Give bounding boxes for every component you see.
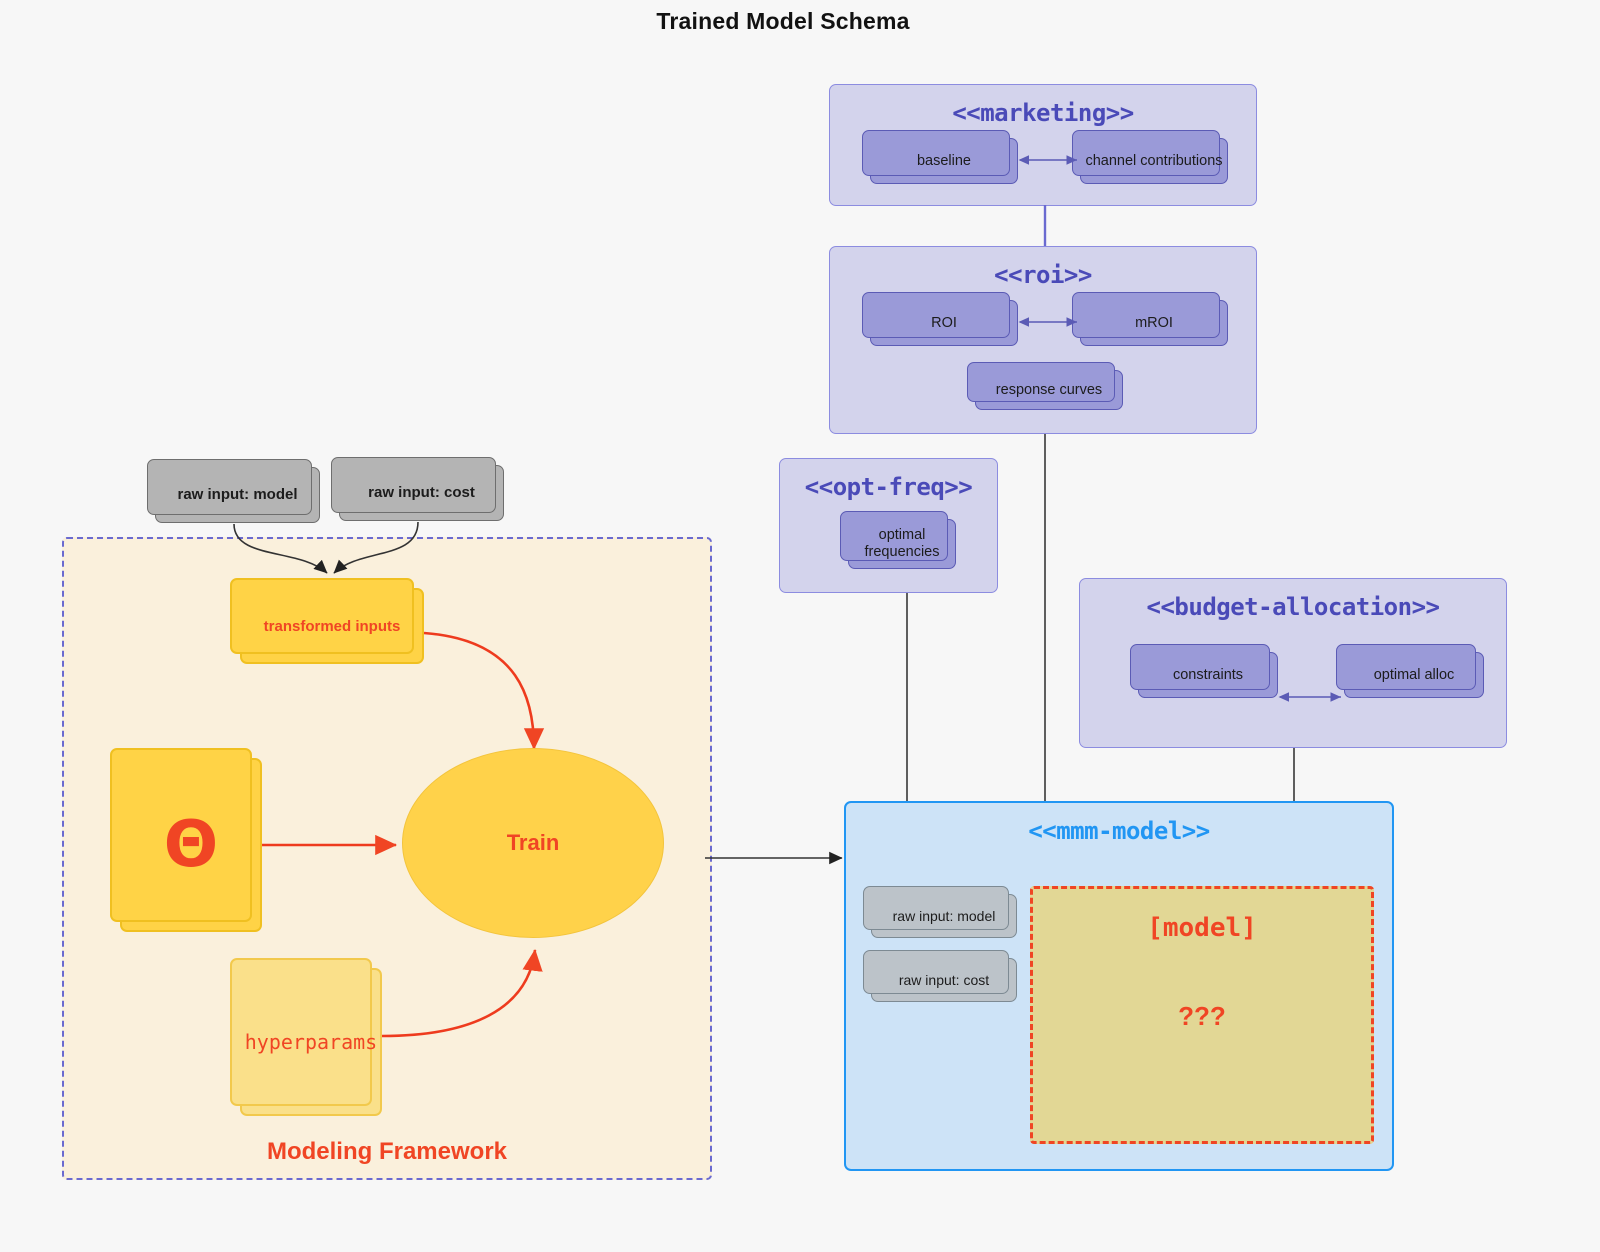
package-marketing-title: <<marketing>> bbox=[952, 99, 1134, 127]
model-placeholder-box[interactable]: [model] ??? bbox=[1030, 886, 1374, 1144]
theta-card[interactable]: Θ bbox=[110, 748, 262, 932]
package-mmm-model[interactable]: <<mmm-model>> raw input: model raw input… bbox=[844, 801, 1394, 1171]
package-budget-allocation-title: <<budget-allocation>> bbox=[1146, 593, 1440, 621]
train-label: Train bbox=[506, 830, 560, 855]
package-roi[interactable]: <<roi>> ROI mROI response curves bbox=[829, 246, 1257, 434]
raw-input-cost-label: raw input: cost bbox=[368, 484, 475, 502]
model-placeholder-title: [model] bbox=[1147, 913, 1257, 943]
card-optimal-alloc-label: optimal alloc bbox=[1373, 666, 1455, 683]
hyperparams-card[interactable]: hyperparams bbox=[230, 958, 382, 1116]
transformed-inputs-card[interactable]: transformed inputs bbox=[230, 578, 424, 664]
card-mmm-raw-input-cost[interactable]: raw input: cost bbox=[863, 950, 1017, 1002]
package-budget-allocation[interactable]: <<budget-allocation>> constraints optima… bbox=[1079, 578, 1507, 748]
card-channel-contributions-label: channel contributions bbox=[1085, 152, 1223, 169]
train-node[interactable]: Train bbox=[402, 748, 664, 938]
card-roi-label: ROI bbox=[931, 314, 957, 331]
card-mroi[interactable]: mROI bbox=[1072, 292, 1228, 346]
card-mmm-raw-input-cost-label: raw input: cost bbox=[898, 971, 990, 988]
card-mmm-raw-input-model-label: raw input: model bbox=[892, 907, 996, 924]
package-marketing[interactable]: <<marketing>> baseline channel contribut… bbox=[829, 84, 1257, 206]
card-optimal-alloc[interactable]: optimal alloc bbox=[1336, 644, 1484, 698]
card-response-curves-label: response curves bbox=[995, 381, 1103, 398]
card-constraints-label: constraints bbox=[1172, 666, 1244, 683]
card-response-curves[interactable]: response curves bbox=[967, 362, 1123, 410]
card-channel-contributions[interactable]: channel contributions bbox=[1072, 130, 1228, 184]
transformed-inputs-label: transformed inputs bbox=[263, 617, 401, 635]
raw-input-cost-card[interactable]: raw input: cost bbox=[331, 457, 504, 521]
card-mroi-label: mROI bbox=[1135, 314, 1173, 331]
raw-input-model-label: raw input: model bbox=[177, 486, 298, 504]
model-placeholder-unknown: ??? bbox=[1178, 1001, 1226, 1031]
modeling-framework-label: Modeling Framework bbox=[266, 1138, 508, 1165]
page-title: Trained Model Schema bbox=[656, 8, 910, 34]
package-opt-freq[interactable]: <<opt-freq>> optimal frequencies bbox=[779, 458, 998, 593]
theta-glyph: Θ bbox=[163, 808, 219, 882]
card-roi[interactable]: ROI bbox=[862, 292, 1018, 346]
raw-input-model-card[interactable]: raw input: model bbox=[147, 459, 320, 523]
hyperparams-label: hyperparams bbox=[244, 1030, 378, 1054]
card-optimal-frequencies-label: optimal frequencies bbox=[864, 527, 940, 560]
package-roi-title: <<roi>> bbox=[994, 261, 1092, 289]
package-opt-freq-title: <<opt-freq>> bbox=[804, 473, 973, 501]
card-baseline[interactable]: baseline bbox=[862, 130, 1018, 184]
card-baseline-label: baseline bbox=[916, 152, 971, 169]
card-constraints[interactable]: constraints bbox=[1130, 644, 1278, 698]
package-mmm-model-title: <<mmm-model>> bbox=[1028, 817, 1210, 845]
card-mmm-raw-input-model[interactable]: raw input: model bbox=[863, 886, 1017, 938]
card-optimal-frequencies[interactable]: optimal frequencies bbox=[840, 511, 956, 569]
